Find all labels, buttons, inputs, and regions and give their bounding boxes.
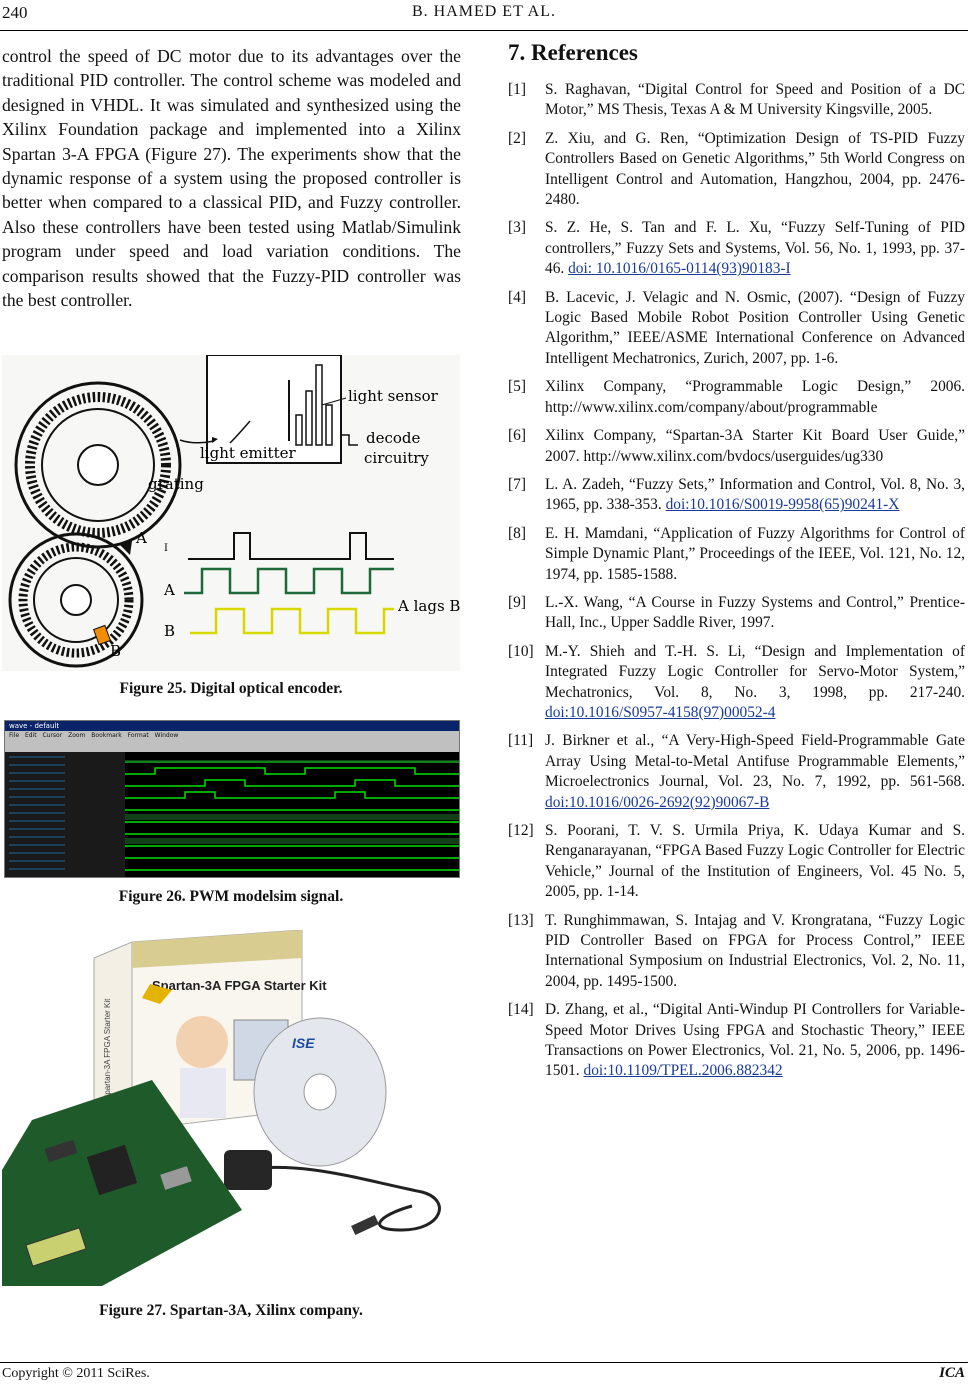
wave-plot <box>5 752 459 877</box>
figure-27-caption: Figure 27. Spartan-3A, Xilinx company. <box>99 1302 363 1319</box>
index-waveform <box>188 532 394 560</box>
kit-illustration: Spartan-3A FPGA Starter Kit Spartan-3A F… <box>2 929 460 1286</box>
reference-item: [12] S. Poorani, T. V. S. Urmila Priya, K… <box>508 821 965 903</box>
reference-number: [12] <box>508 822 534 839</box>
figure-26-caption: Figure 26. PWM modelsim signal. <box>118 888 344 905</box>
reference-item: [1] S. Raghavan, “Digital Control for Spe… <box>508 80 965 121</box>
label-b-bottom: B <box>110 642 121 660</box>
reference-text: Xilinx Company, “Spartan-3A Starter Kit … <box>545 427 965 465</box>
label-i-mark: I <box>164 543 168 554</box>
label-circuitry: circuitry <box>364 449 429 467</box>
left-column: control the speed of DC motor due to its… <box>2 44 461 312</box>
encoder-disk-bottom <box>8 532 144 668</box>
wave-menu-bar: File Edit Cursor Zoom Bookmark Format Wi… <box>9 732 179 739</box>
box-side-label: Spartan-3A FPGA Starter Kit <box>103 998 112 1100</box>
wave-title-bar: wave - default <box>5 721 459 731</box>
references-list: [1] S. Raghavan, “Digital Control for Spe… <box>508 80 965 1082</box>
reference-text: D. Zhang, et al., “Digital Anti-Windup P… <box>545 1001 965 1080</box>
wave-signals <box>5 752 459 877</box>
b-waveform <box>190 607 394 635</box>
reference-number: [10] <box>508 642 534 660</box>
reference-number: [5] <box>508 378 526 396</box>
reference-number: [4] <box>508 288 526 306</box>
reference-item: [10] M.-Y. Shieh and T.-H. S. Li, “Design… <box>508 642 965 724</box>
figure-25-encoder: light sensor decode circuitry light emit… <box>2 354 460 671</box>
label-b-wave: B <box>164 622 175 640</box>
reference-item: [5] Xilinx Company, “Programmable Logic D… <box>508 377 965 418</box>
reference-number: [7] <box>508 475 526 493</box>
reference-doi-link[interactable]: doi:10.1016/S0957-4158(97)00052-4 <box>545 703 776 721</box>
cd-label: ISE <box>292 1035 315 1051</box>
figure-27-kit-photo: Spartan-3A FPGA Starter Kit Spartan-3A F… <box>2 929 460 1286</box>
footer-rule <box>0 1362 968 1363</box>
a-waveform <box>184 567 394 595</box>
reference-doi-link[interactable]: doi:10.1016/0026-2692(92)90067-B <box>545 793 770 811</box>
running-title: B. HAMED ET AL. <box>411 3 557 20</box>
reference-item: [7] L. A. Zadeh, “Fuzzy Sets,” Informatio… <box>508 475 965 516</box>
reference-text: S. Z. He, S. Tan and F. L. Xu, “Fuzzy Se… <box>545 219 965 278</box>
label-a-lags-b: A lags B <box>397 597 460 615</box>
reference-text: J. Birkner et al., “A Very-High-Speed Fi… <box>545 732 965 791</box>
reference-number: [1] <box>508 81 526 98</box>
label-light-emitter: light emitter <box>200 444 296 462</box>
reference-item: [9] L.-X. Wang, “A Course in Fuzzy System… <box>508 593 965 634</box>
cd-disc: ISE <box>253 1017 387 1167</box>
reference-number: [8] <box>508 524 526 542</box>
label-a-wave: A <box>163 581 175 599</box>
reference-text: S. Raghavan, “Digital Control for Speed … <box>545 81 965 119</box>
label-grating: grating <box>148 475 204 493</box>
box-title: Spartan-3A FPGA Starter Kit <box>152 978 327 993</box>
usb-cable <box>241 1165 441 1232</box>
reference-text: M.-Y. Shieh and T.-H. S. Li, “Design and… <box>545 642 965 701</box>
reference-text: L. A. Zadeh, “Fuzzy Sets,” Information a… <box>545 475 965 514</box>
references-heading: 7. References <box>508 40 638 65</box>
reference-item: [4] B. Lacevic, J. Velagic and N. Osmic, … <box>508 288 965 370</box>
reference-text: B. Lacevic, J. Velagic and N. Osmic, (20… <box>545 288 965 367</box>
figure-25-caption: Figure 25. Digital optical encoder. <box>119 680 343 697</box>
reference-item: [14] D. Zhang, et al., “Digital Anti-Wind… <box>508 1000 965 1082</box>
reference-number: [14] <box>508 1001 534 1019</box>
reference-item: [6] Xilinx Company, “Spartan-3A Starter K… <box>508 426 965 467</box>
reference-number: [3] <box>508 219 526 237</box>
reference-item: [13] T. Runghimmawan, S. Intajag and V. K… <box>508 911 965 993</box>
encoder-diagram: light sensor decode circuitry light emit… <box>2 354 460 671</box>
reference-number: [2] <box>508 129 526 147</box>
reference-item: [2] Z. Xiu, and G. Ren, “Optimization Des… <box>508 129 965 211</box>
page-number: 240 <box>2 3 28 22</box>
reference-text: L.-X. Wang, “A Course in Fuzzy Systems a… <box>545 593 965 632</box>
reference-text: E. H. Mamdani, “Application of Fuzzy Alg… <box>545 524 965 583</box>
reference-item: [3] S. Z. He, S. Tan and F. L. Xu, “Fuzzy… <box>508 218 965 279</box>
body-paragraph: control the speed of DC motor due to its… <box>2 46 461 311</box>
reference-doi-link[interactable]: doi:10.1109/TPEL.2006.882342 <box>583 1062 783 1080</box>
footer-journal: ICA <box>939 1365 965 1381</box>
reference-number: [13] <box>508 911 534 929</box>
label-decode: decode <box>366 429 421 447</box>
reference-text: Xilinx Company, “Programmable Logic Desi… <box>545 378 965 416</box>
reference-item: [11] J. Birkner et al., “A Very-High-Spee… <box>508 731 965 813</box>
figure-26-wave-window: wave - default File Edit Cursor Zoom Boo… <box>4 720 460 878</box>
reference-number: [11] <box>508 732 534 750</box>
reference-doi-link[interactable]: doi:10.1016/S0019-9958(65)90241-X <box>665 496 900 514</box>
reference-number: [9] <box>508 593 526 611</box>
reference-item: [8] E. H. Mamdani, “Application of Fuzzy … <box>508 524 965 585</box>
page-header: 240 B. HAMED ET AL. <box>0 0 968 31</box>
reference-text: Z. Xiu, and G. Ren, “Optimization Design… <box>545 129 965 209</box>
footer-copyright: Copyright © 2011 SciRes. <box>2 1366 150 1381</box>
label-a-top: A <box>135 529 147 547</box>
fpga-board <box>2 1080 242 1286</box>
label-light-sensor: light sensor <box>348 387 439 405</box>
sensor-housing <box>179 354 358 464</box>
reference-doi-link[interactable]: doi: 10.1016/0165-0114(93)90183-I <box>568 260 791 278</box>
encoder-disk-top <box>14 381 182 549</box>
reference-text: T. Runghimmawan, S. Intajag and V. Krong… <box>545 911 965 990</box>
reference-number: [6] <box>508 427 526 445</box>
reference-text: S. Poorani, T. V. S. Urmila Priya, K. Ud… <box>545 822 965 901</box>
power-adapter <box>224 1150 272 1190</box>
references-section: 7. References [1] S. Raghavan, “Digital C… <box>508 40 965 1090</box>
